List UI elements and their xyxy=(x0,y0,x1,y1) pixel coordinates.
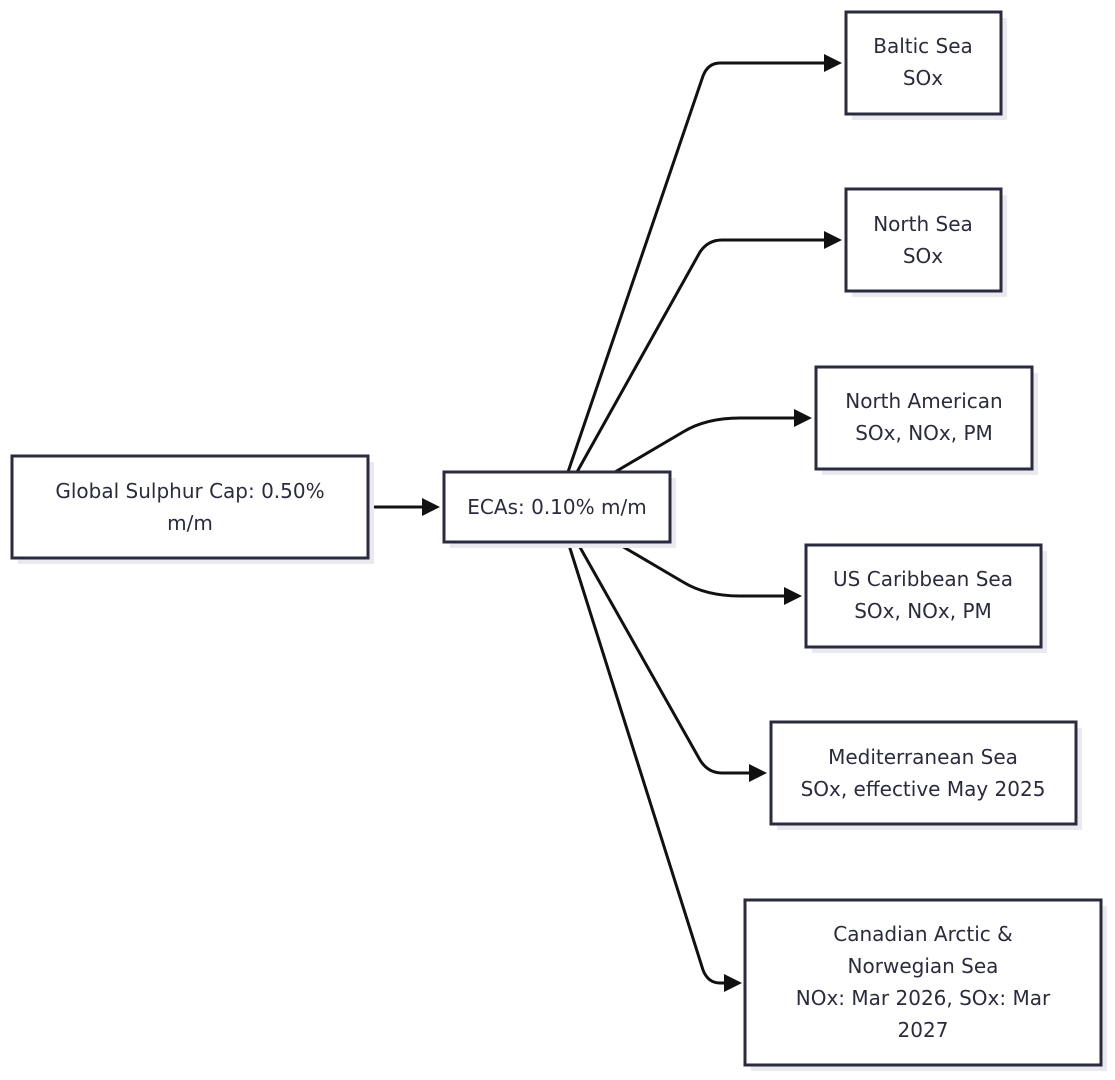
edges xyxy=(368,54,842,992)
node-label-line: North Sea xyxy=(873,212,973,236)
node-label-line: North American xyxy=(845,389,1002,413)
node-label-line: SOx xyxy=(903,66,943,90)
node-label-line: US Caribbean Sea xyxy=(833,567,1013,591)
edge-ecas-to-north-sea xyxy=(575,231,842,473)
node-label-line: ECAs: 0.10% m/m xyxy=(467,495,646,519)
edge-ecas-to-baltic xyxy=(566,54,842,473)
node-label-line: SOx, NOx, PM xyxy=(855,421,993,445)
node-label-line: m/m xyxy=(167,511,213,535)
node-baltic-sea: Baltic Sea SOx xyxy=(844,10,1007,120)
node-global-sulphur-cap: Global Sulphur Cap: 0.50% m/m xyxy=(10,454,374,564)
node-label-line: Mediterranean Sea xyxy=(828,745,1018,769)
node-label-line: SOx xyxy=(903,244,943,268)
node-label-line: Baltic Sea xyxy=(873,34,973,58)
node-us-caribbean-sea: US Caribbean Sea SOx, NOx, PM xyxy=(804,543,1047,653)
edge-ecas-to-mediterranean xyxy=(575,541,767,782)
node-ecas: ECAs: 0.10% m/m xyxy=(442,470,676,548)
node-canadian-arctic-norwegian-sea: Canadian Arctic & Norwegian Sea NOx: Mar… xyxy=(743,898,1107,1071)
node-mediterranean-sea: Mediterranean Sea SOx, effective May 202… xyxy=(769,720,1082,830)
edge-ecas-to-north-american xyxy=(614,409,812,474)
node-label-line: Canadian Arctic & xyxy=(833,922,1013,946)
node-north-sea: North Sea SOx xyxy=(844,187,1007,297)
node-label-line: Norwegian Sea xyxy=(848,954,999,978)
edge-ecas-to-canadian-arctic xyxy=(566,541,742,992)
node-label-line: SOx, effective May 2025 xyxy=(801,777,1046,801)
node-north-american: North American SOx, NOx, PM xyxy=(814,365,1038,475)
node-label-line: NOx: Mar 2026, SOx: Mar xyxy=(796,986,1051,1010)
node-label-line: 2027 xyxy=(898,1018,949,1042)
edge-ecas-to-us-caribbean xyxy=(614,540,802,605)
node-label-line: SOx, NOx, PM xyxy=(854,599,992,623)
node-label-line: Global Sulphur Cap: 0.50% xyxy=(55,479,324,503)
